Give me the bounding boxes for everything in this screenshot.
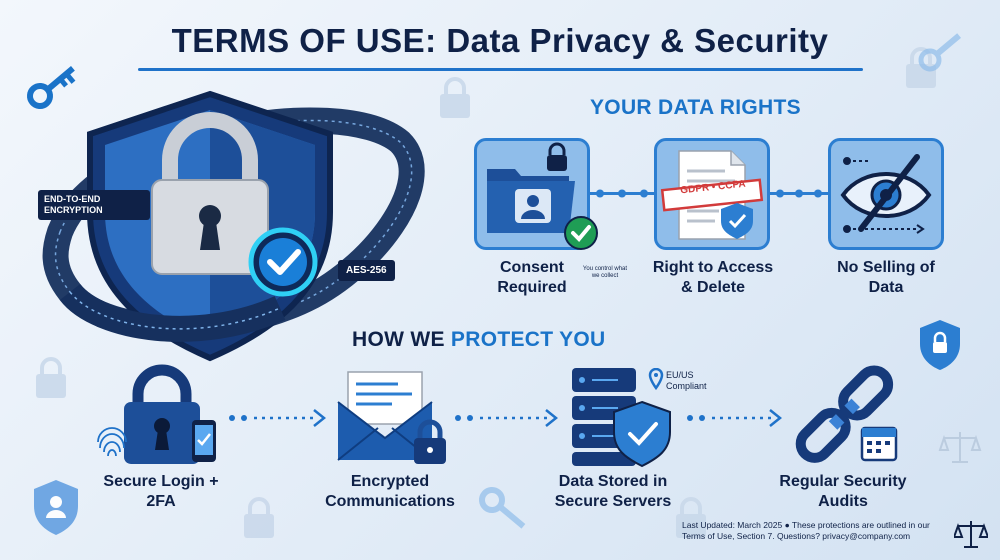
- protect-heading-part2: PROTECT YOU: [450, 328, 606, 351]
- consent-note: You control what we collect: [582, 266, 628, 279]
- footer-separator: ●: [784, 520, 792, 530]
- lock-fingerprint-phone-icon: [97, 364, 216, 464]
- key-icon: [479, 487, 526, 529]
- scales-icon: [954, 521, 988, 548]
- padlock-icon: [151, 112, 269, 275]
- server-shield-icon: [572, 368, 671, 468]
- document-gdpr-ccpa-icon: [660, 150, 764, 240]
- footer-text: These protections are outlined in our Te…: [682, 520, 930, 541]
- data-rights-heading: YOUR DATA RIGHTS: [590, 96, 801, 119]
- consent-label: Consent Required: [497, 259, 567, 296]
- no-selling-label: No Selling of Data: [837, 259, 935, 296]
- check-circle-icon: [564, 216, 598, 250]
- end-to-end-encryption-tag: END-TO-END ENCRYPTION: [38, 190, 150, 220]
- last-updated: Last Updated: March 2025: [682, 520, 783, 530]
- arrow-right-icon: [229, 409, 327, 427]
- calendar-icon: [860, 426, 898, 462]
- lock-icon: [440, 77, 470, 118]
- aes-256-tag: AES-256: [338, 260, 395, 281]
- secure-servers-label: Data Stored in Secure Servers: [554, 473, 672, 510]
- compliance-badge: EU/US Compliant: [666, 370, 707, 391]
- page-title: TERMS OF USE: Data Privacy & Security: [171, 22, 829, 59]
- encryption-shield-illustration: [42, 90, 425, 362]
- encrypted-comms-label: Encrypted Communications: [325, 473, 455, 510]
- folder-user-lock-icon: [487, 142, 575, 233]
- scales-icon: [938, 432, 982, 463]
- location-pin-icon: [648, 368, 664, 390]
- phone-icon: [192, 420, 216, 462]
- check-circle-icon: [248, 227, 318, 297]
- chain-calendar-icon: [795, 365, 898, 463]
- arrow-right-icon: [455, 409, 559, 427]
- protect-heading: HOW WE PROTECT YOU: [352, 328, 606, 352]
- shield-lock-icon: [920, 320, 960, 370]
- protect-heading-part1: HOW WE: [352, 328, 451, 351]
- no-selling-card: [828, 138, 944, 250]
- consent-card: [474, 138, 598, 250]
- lock-icon: [244, 497, 274, 538]
- access-delete-card: GDPR • CCPA: [654, 138, 770, 250]
- secure-login-label: Secure Login + 2FA: [103, 473, 219, 510]
- title-underline: [138, 68, 863, 71]
- lock-icon: [36, 357, 66, 398]
- fingerprint-icon: [97, 427, 127, 457]
- shield-user-icon: [34, 480, 78, 535]
- lock-icon: [676, 497, 706, 538]
- footer-note: Last Updated: March 2025 ● These protect…: [682, 520, 950, 542]
- eye-slash-icon: [840, 154, 932, 234]
- security-audits-label: Regular Security Audits: [779, 473, 907, 510]
- key-icon: [918, 33, 962, 72]
- arrow-right-icon: [687, 409, 783, 427]
- key-icon: [27, 66, 76, 109]
- envelope-lock-icon: [337, 371, 446, 464]
- access-delete-label: Right to Access & Delete: [652, 259, 774, 296]
